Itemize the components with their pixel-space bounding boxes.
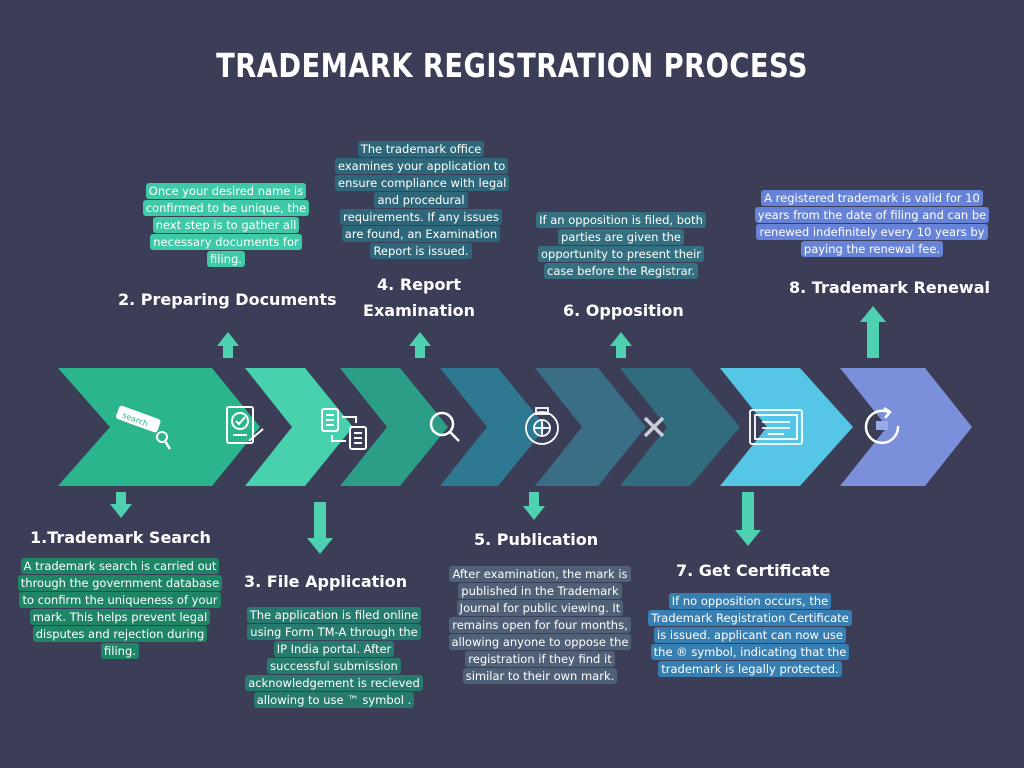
- step-4-description: The trademark office examines your appli…: [335, 141, 510, 260]
- chevron-step-2: [245, 368, 353, 486]
- page-title: TRADEMARK REGISTRATION PROCESS: [216, 46, 808, 85]
- chevron-step-5: [535, 368, 646, 486]
- magnifier-icon: [429, 411, 460, 442]
- step-1-description: A trademark search is carried out throug…: [15, 558, 225, 660]
- chevron-step-7: [720, 368, 853, 486]
- step-1-heading: 1.Trademark Search: [30, 528, 211, 547]
- arrow-down-step-5: [523, 492, 545, 520]
- chevron-step-6: [620, 368, 740, 486]
- step-2-heading: 2. Preparing Documents: [118, 290, 337, 309]
- step-3-description: The application is filed online using Fo…: [244, 607, 424, 709]
- chevron-step-8: [840, 368, 972, 486]
- arrow-up-step-6: [610, 332, 632, 358]
- chevron-step-4: [440, 368, 546, 486]
- step-5-heading: 5. Publication: [474, 530, 599, 549]
- search-tag-icon: search: [116, 405, 172, 450]
- arrow-down-step-7: [735, 492, 761, 546]
- chevron-step-1: [58, 368, 260, 486]
- globe-publish-icon: [525, 407, 559, 445]
- chevron-step-3: [340, 368, 448, 486]
- arrow-down-step-1: [110, 492, 132, 518]
- document-check-icon: [226, 406, 264, 444]
- file-exchange-icon: [321, 408, 367, 450]
- step-5-description: After examination, the mark is published…: [447, 566, 633, 685]
- step-7-description: If no opposition occurs, the Trademark R…: [646, 593, 854, 678]
- certificate-icon: [749, 409, 803, 445]
- step-7-heading: 7. Get Certificate: [676, 561, 831, 580]
- arrow-up-step-4: [409, 332, 431, 358]
- step-8-description: A registered trademark is valid for 10 y…: [750, 190, 994, 258]
- cross-icon: [643, 416, 665, 438]
- step-3-heading: 3. File Application: [244, 572, 408, 591]
- step-2-description: Once your desired name is confirmed to b…: [140, 183, 312, 268]
- step-8-heading: 8. Trademark Renewal: [789, 278, 990, 297]
- arrow-up-step-2: [217, 332, 239, 358]
- arrow-up-step-8: [860, 306, 886, 358]
- step-6-description: If an opposition is filed, both parties …: [528, 212, 714, 280]
- arrow-down-step-3: [307, 502, 333, 554]
- renew-icon: [864, 406, 900, 445]
- step-6-heading: 6. Opposition: [563, 301, 684, 320]
- step-4-heading: 4. Report Examination: [363, 275, 475, 320]
